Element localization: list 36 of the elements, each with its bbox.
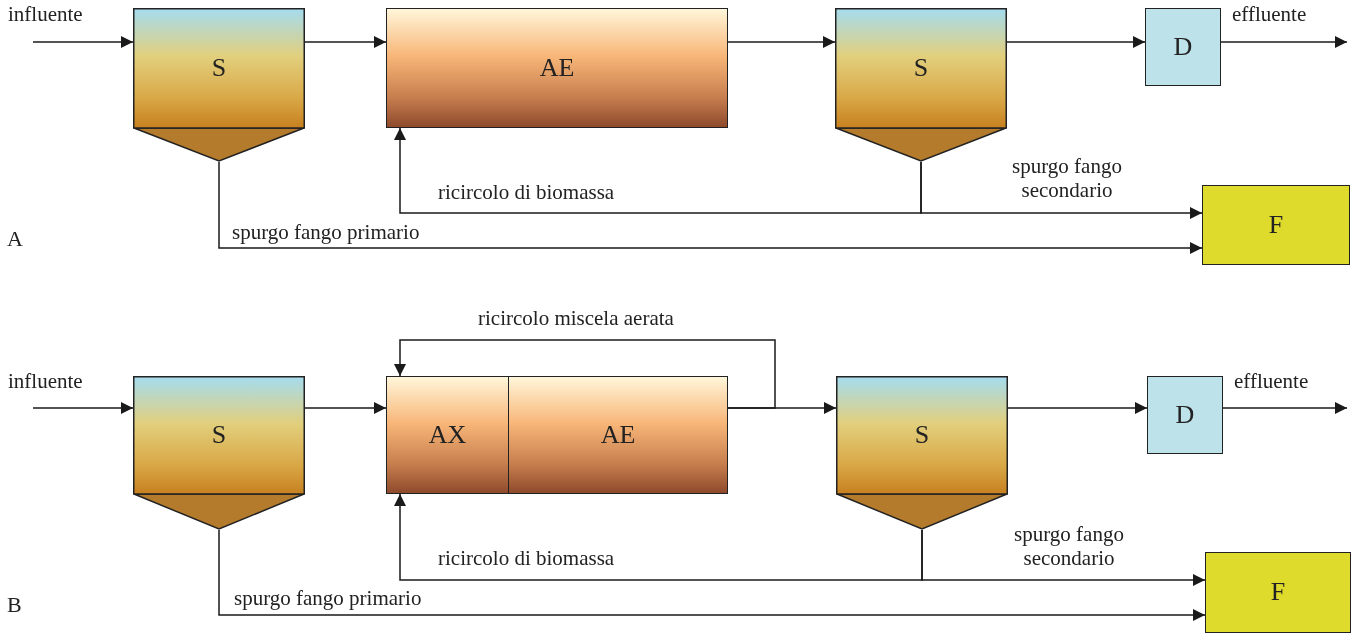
arrow — [1007, 402, 1148, 414]
reactor-tank — [386, 376, 509, 494]
node-label: AE — [599, 418, 637, 451]
node-label: F — [1269, 576, 1287, 608]
arrow — [1222, 402, 1348, 414]
arrow — [32, 402, 134, 414]
arrow — [32, 36, 134, 48]
arrow — [218, 161, 1203, 254]
arrow — [394, 127, 922, 214]
panel-letter: A — [7, 226, 23, 252]
arrow — [394, 339, 776, 409]
sludge-treatment-box — [1202, 185, 1350, 265]
arrow — [1006, 36, 1146, 48]
arrow — [921, 529, 1206, 586]
node-label: F — [1267, 208, 1285, 241]
arrow — [394, 493, 923, 581]
node-label: S — [912, 52, 930, 84]
reactor-tank — [508, 376, 728, 494]
arrow — [304, 36, 387, 48]
node-label: S — [210, 419, 228, 451]
panel-letter: B — [7, 592, 22, 618]
disinfection-box — [1145, 8, 1221, 86]
arrow — [920, 161, 1203, 219]
node-label: S — [210, 52, 228, 84]
node-label: AX — [427, 418, 468, 451]
sludge-treatment-box — [1205, 552, 1351, 633]
disinfection-box — [1147, 376, 1223, 454]
node-label: D — [1174, 398, 1196, 431]
node-label: D — [1172, 30, 1194, 63]
node-label: AE — [538, 51, 576, 84]
node-label: S — [913, 419, 931, 451]
arrow — [1220, 36, 1348, 48]
reactor-tank — [386, 8, 728, 128]
arrow — [727, 36, 836, 48]
arrow — [218, 529, 1206, 621]
arrow — [304, 402, 387, 414]
